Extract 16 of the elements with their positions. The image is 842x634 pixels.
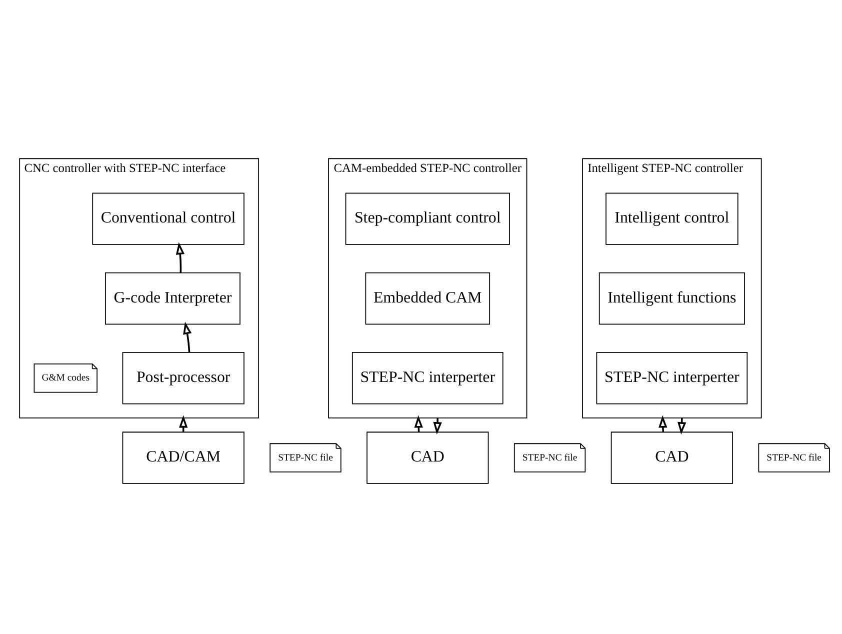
node-box: STEP-NC interperter	[596, 352, 748, 404]
arrow	[658, 414, 668, 432]
arrow	[183, 321, 192, 352]
node-box: STEP-NC interperter	[352, 352, 504, 404]
arrow	[176, 242, 185, 272]
node-box: Intelligent control	[606, 192, 738, 244]
node-box: CAD/CAM	[122, 431, 244, 484]
node-box: Post-processor	[122, 352, 244, 404]
node-box: G-code Interpreter	[105, 272, 240, 324]
node-box: Conventional control	[92, 192, 244, 244]
node-box: CAD	[610, 431, 733, 484]
node-box: Intelligent functions	[598, 272, 745, 324]
arrow	[433, 417, 442, 434]
node-box: Step-compliant control	[345, 192, 510, 244]
node-box: CAD	[366, 431, 489, 484]
node-box: Embedded CAM	[365, 272, 490, 324]
